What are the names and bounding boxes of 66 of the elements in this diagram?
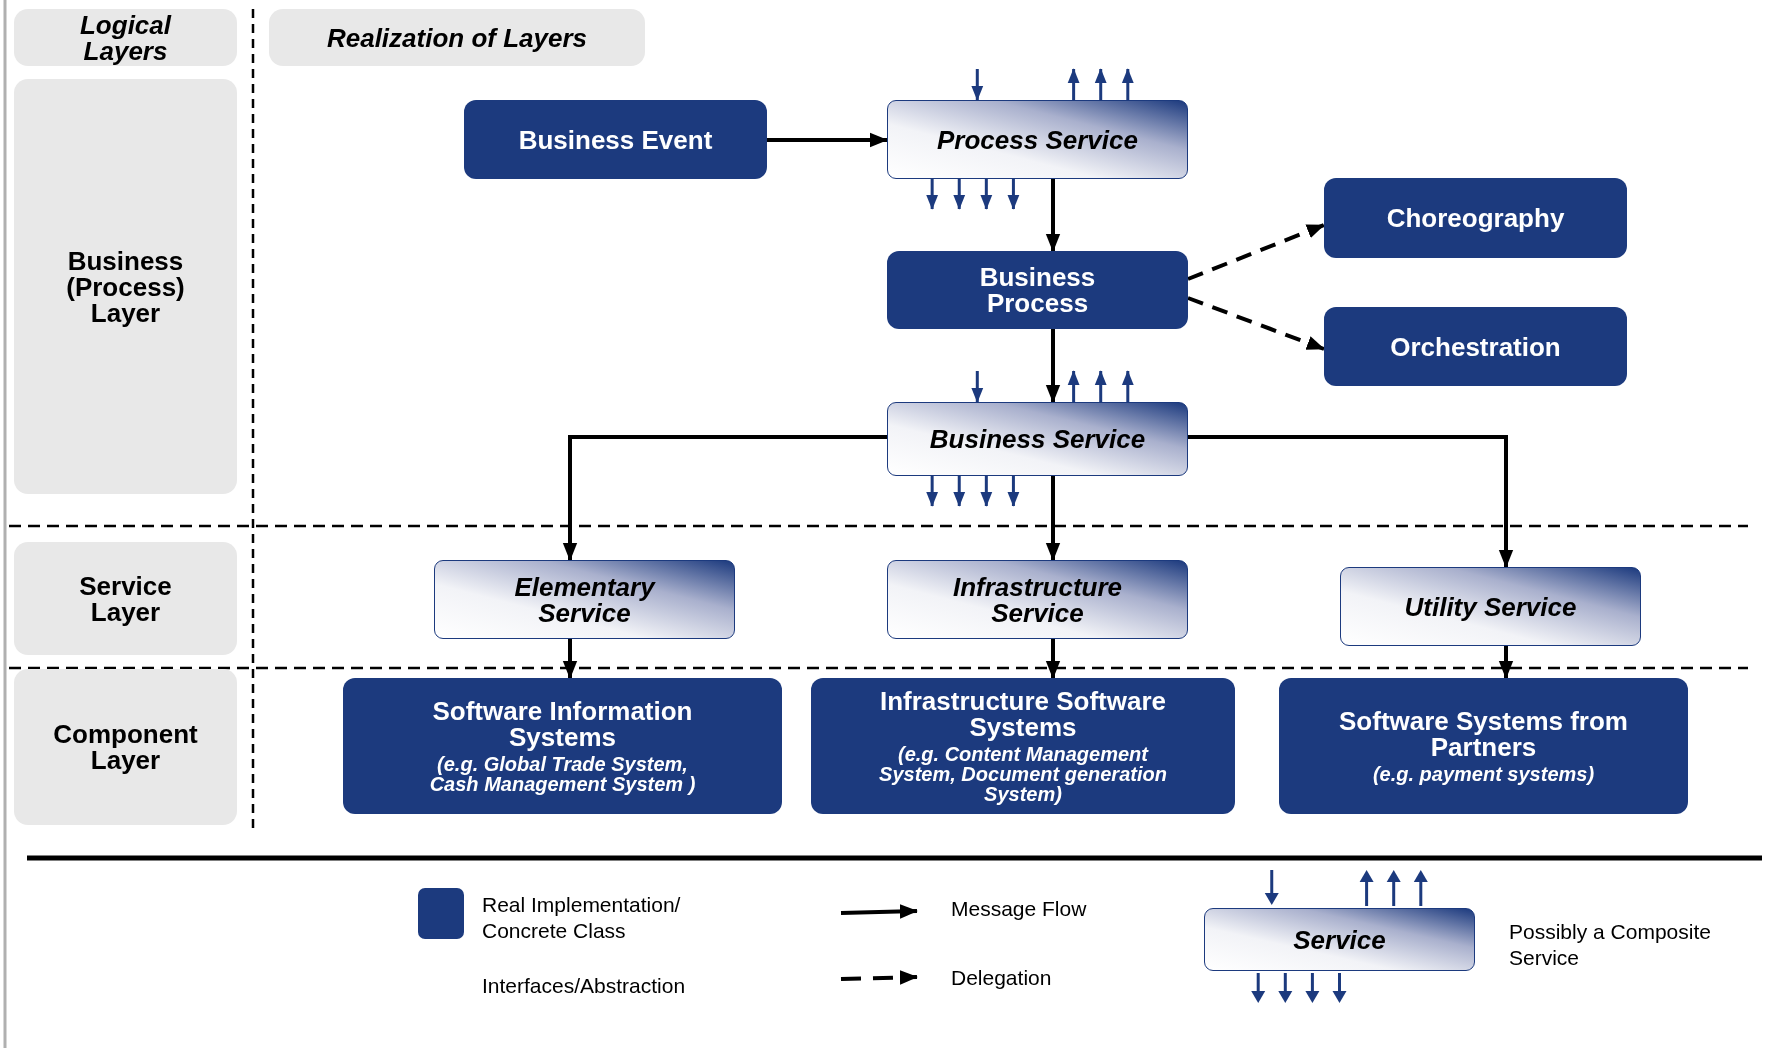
concrete-box (887, 251, 1188, 329)
box-title: Business Process (978, 264, 1097, 316)
box-title: Utility Service (1403, 593, 1578, 620)
box-title: Choreography (1385, 205, 1566, 231)
concrete-box (343, 678, 782, 814)
arrow (562, 639, 578, 679)
interface-arrow (1067, 68, 1080, 100)
interface-arrow (971, 371, 984, 403)
interface-box (887, 560, 1188, 639)
interface-arrow (980, 179, 993, 210)
layer-label: Component Layer (52, 721, 199, 773)
box-title: Process Service (936, 126, 1139, 153)
box-example-text: (e.g. Content Management System, Document generation System) (878, 744, 1168, 804)
legend-text: Message Flow (951, 896, 1088, 922)
box-example-text: (e.g. Global Trade System, Cash Management System ) (428, 754, 697, 794)
interface-arrow (953, 179, 966, 210)
box-title: Infrastructure Service (951, 573, 1123, 626)
layer-label: Realization of Layers (325, 24, 589, 51)
box-example-text: (e.g. payment systems) (1371, 764, 1596, 784)
interface-arrow (1121, 68, 1134, 100)
dashed-arrow (1187, 296, 1325, 351)
layer-band (14, 669, 237, 825)
concrete-box (464, 100, 767, 179)
interface-arrow (953, 476, 966, 507)
arrow (1045, 329, 1061, 403)
concrete-box (1279, 678, 1688, 814)
interface-arrow (1007, 476, 1020, 507)
concrete-box (1324, 307, 1627, 386)
arrow (1045, 639, 1061, 679)
legend-text: Possibly a Composite Service (1509, 919, 1712, 972)
layer-label: Business (Process) Layer (65, 247, 186, 326)
concrete-box (1324, 178, 1627, 258)
interface-box (887, 100, 1188, 179)
arrow (1188, 435, 1514, 568)
box-title: Infrastructure Software Systems (878, 688, 1168, 740)
legend-text: Real Implementation/ Concrete Class (482, 892, 682, 945)
box-title: Orchestration (1389, 333, 1562, 360)
interface-arrow (1121, 370, 1134, 402)
interface-arrow (971, 69, 984, 101)
interface-arrow (926, 476, 939, 507)
interface-arrow (1067, 370, 1080, 402)
layer-label: Logical Layers (79, 11, 173, 64)
box-title: Business Event (517, 126, 714, 153)
legend-text: Interfaces/Abstraction (482, 973, 687, 999)
interface-box (434, 560, 735, 639)
arrow (1045, 179, 1061, 252)
box-title: Software Systems from Partners (1338, 708, 1629, 760)
concrete-box (811, 678, 1235, 814)
sample-label: Service (1293, 926, 1386, 953)
arrow (1498, 646, 1514, 679)
legend-text: Delegation (951, 965, 1053, 991)
interface-arrow (980, 476, 993, 507)
interface-arrow (1094, 68, 1107, 100)
arrow (1045, 476, 1061, 561)
box-title: Software Information Systems (431, 698, 694, 750)
interface-box (887, 402, 1188, 476)
interface-box (1340, 567, 1641, 646)
arrow (562, 435, 887, 561)
interface-arrow (1094, 370, 1107, 402)
layer-label: Service Layer (78, 572, 173, 625)
dashed-arrow (1187, 223, 1325, 281)
interface-arrow (1007, 179, 1020, 210)
interface-arrow (926, 179, 939, 210)
box-title: Elementary Service (513, 573, 657, 626)
box-title: Business Service (928, 426, 1147, 452)
arrow (767, 132, 888, 148)
